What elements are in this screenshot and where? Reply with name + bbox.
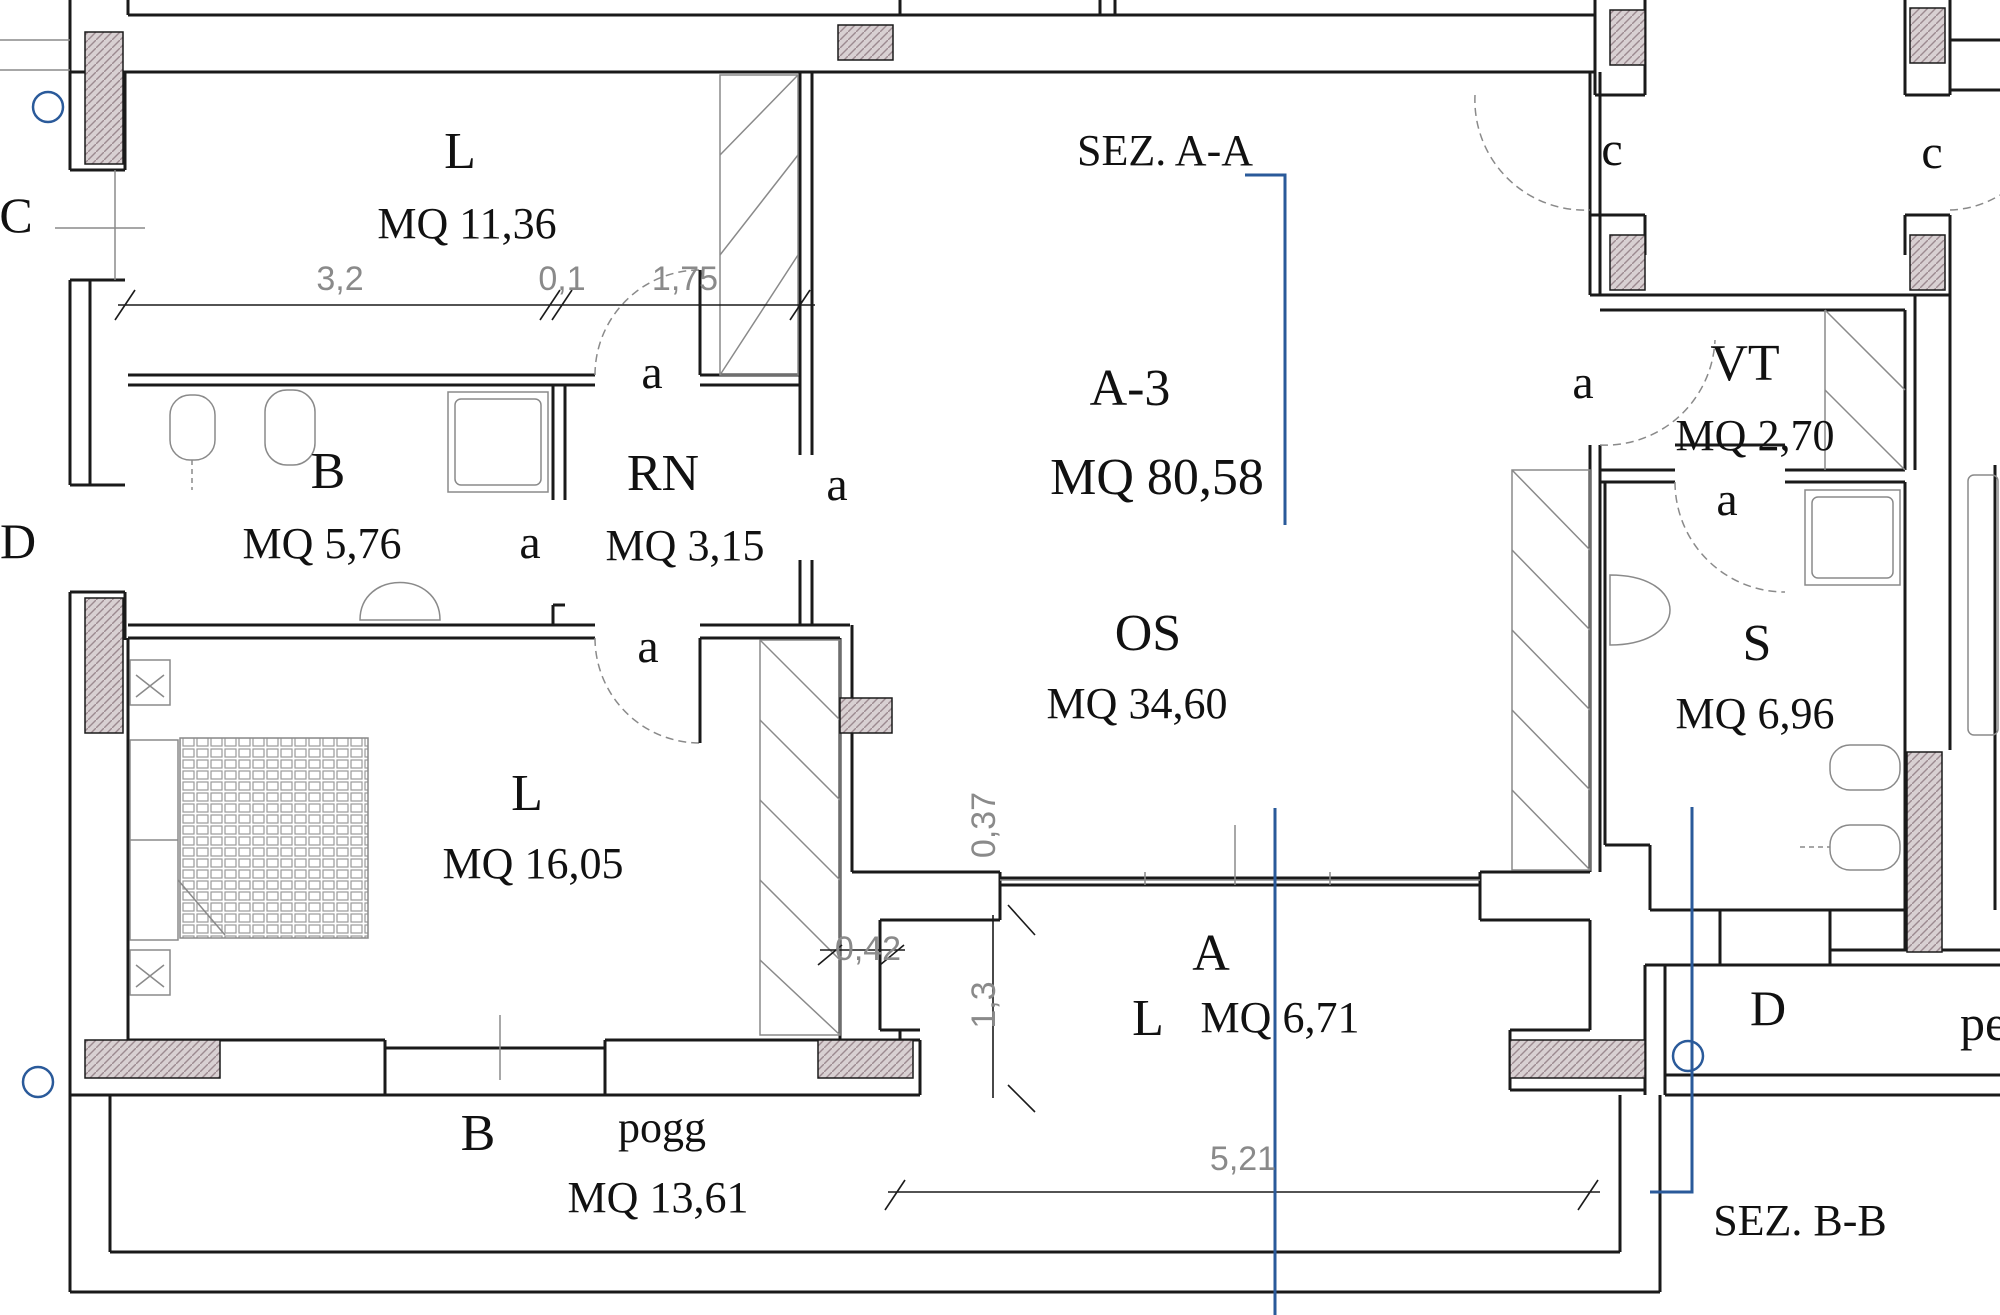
section-lines [21,90,1705,1315]
room-area-hall: MQ 3,15 [606,521,765,570]
room-area-bath-right: MQ 6,96 [1676,689,1835,738]
walls [68,0,2000,1294]
side-label-pe: pe [1960,995,2000,1051]
room-area-living: MQ 34,60 [1047,679,1228,728]
room-label-living: OS [1115,605,1181,662]
door-label: a [1572,356,1593,409]
room-label-bedroom: L [511,765,543,822]
door-label: a [637,620,658,673]
closet-label: c [1601,123,1622,176]
room-label-hall: RN [627,445,699,502]
door-label: a [826,458,847,511]
side-label-d-right: D [1750,980,1786,1036]
bed-grid [179,737,369,939]
room-area-vt: MQ 2,70 [1676,411,1835,460]
room-area-top-left: MQ 11,36 [377,199,556,248]
pillars [84,7,1946,1079]
room-label-terrace: A [1192,925,1230,982]
room-area-bedroom: MQ 16,05 [443,839,624,888]
room-label-balcony: B [461,1105,496,1162]
room-label-bath-right: S [1743,615,1772,672]
room-name-balcony: pogg [618,1103,706,1152]
room-area-terrace: MQ 6,71 [1201,993,1360,1042]
room-area-balcony: MQ 13,61 [568,1173,749,1222]
closet-label: c [1921,126,1942,179]
dimension-label: 0,42 [835,930,901,968]
section-label-bb: SEZ. B-B [1713,1196,1887,1245]
room-area-main: MQ 80,58 [1050,449,1264,506]
dimension-lines [114,289,1600,1211]
room-label-main: A-3 [1090,360,1171,417]
room-label-vt: VT [1710,335,1779,392]
door-label: a [641,346,662,399]
dimension-label: 0,1 [538,260,585,298]
dimension-label: 0,37 [965,792,1003,858]
room-label-top-left: L [444,123,476,180]
side-label-d-left: D [0,513,36,569]
room-label-bath-left: B [311,443,346,500]
dimension-label: 1,3 [965,981,1003,1028]
room-area-bath-left: MQ 5,76 [243,519,402,568]
fixtures [0,39,2000,1080]
side-label-c: C [0,187,33,243]
door-label: a [519,516,540,569]
dimension-label: 3,2 [316,260,363,298]
room-label2-terrace: L [1132,990,1164,1047]
section-label-aa: SEZ. A-A [1077,126,1253,175]
door-label: a [1716,473,1737,526]
dimension-label: 5,21 [1210,1140,1276,1178]
dimension-label: 1,75 [652,260,718,298]
